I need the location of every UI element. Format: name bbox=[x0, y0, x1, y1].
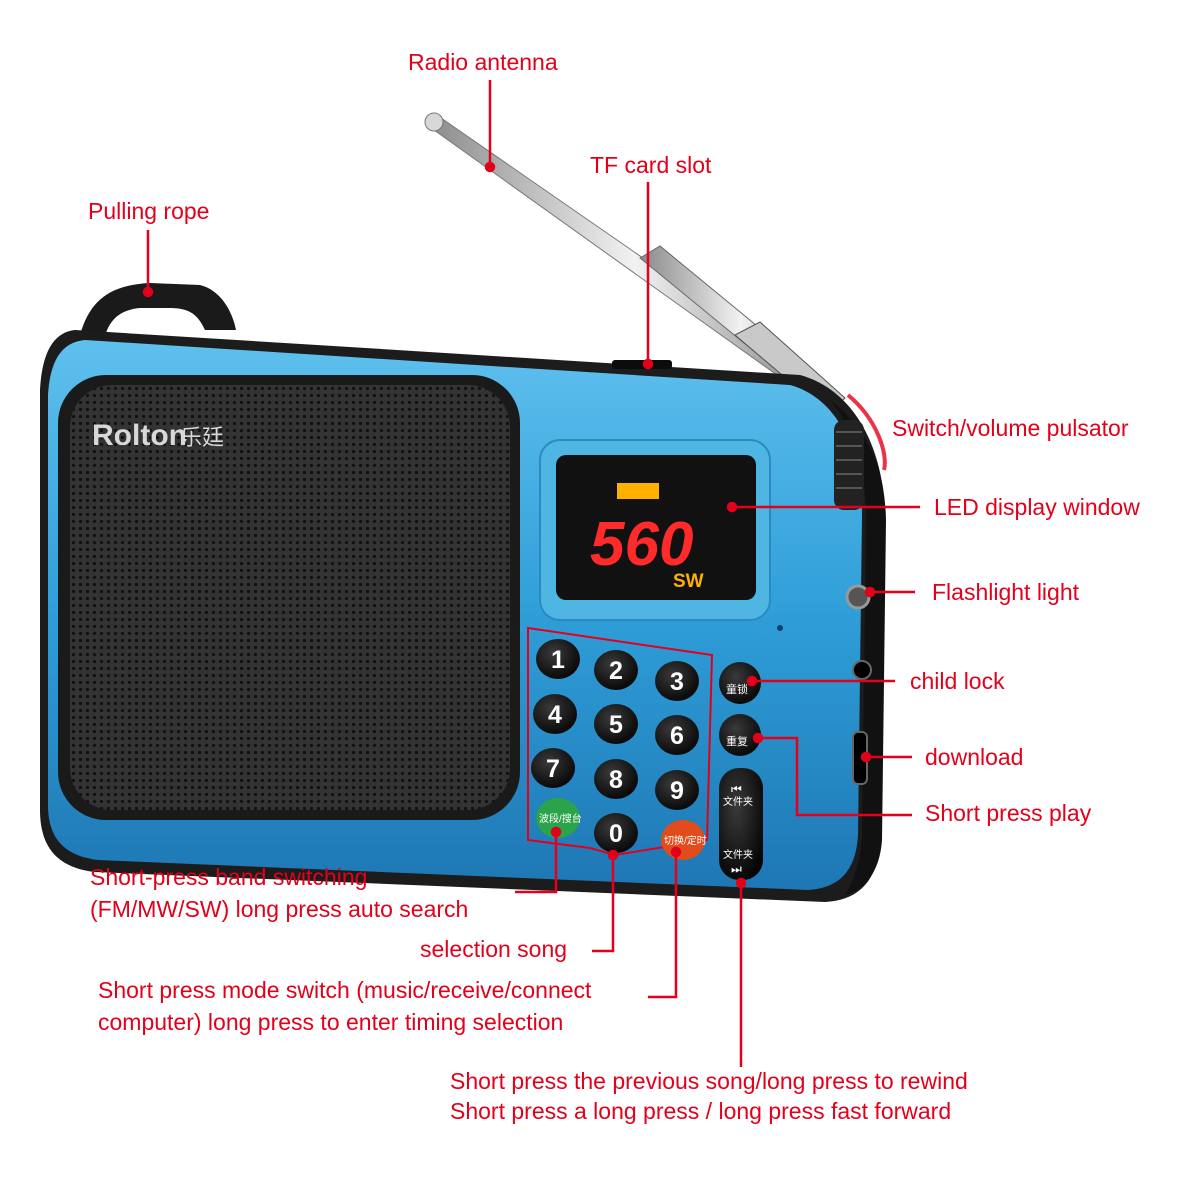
prev-next-rocker[interactable] bbox=[719, 768, 763, 880]
label-mode-switch-line1: Short press mode switch (music/receive/c… bbox=[98, 977, 592, 1003]
callout-lines bbox=[142, 80, 920, 1067]
antenna bbox=[424, 112, 846, 415]
key-3-label: 3 bbox=[670, 668, 684, 696]
key-8-button[interactable] bbox=[594, 759, 638, 799]
key-2-button[interactable] bbox=[594, 650, 638, 690]
number-keypad: 1 2 3 4 5 6 7 8 9 0 bbox=[531, 639, 699, 853]
key-4-label: 4 bbox=[548, 701, 562, 729]
label-band-switch-line2: (FM/MW/SW) long press auto search bbox=[90, 896, 469, 922]
key-3-button[interactable] bbox=[655, 661, 699, 701]
band-search-button[interactable] bbox=[536, 798, 580, 838]
key-4-button[interactable] bbox=[533, 694, 577, 734]
label-download: download bbox=[925, 744, 1024, 770]
indicator-dot bbox=[777, 625, 783, 631]
label-prev-next-line2: Short press a long press / long press fa… bbox=[450, 1098, 952, 1124]
label-short-press-play: Short press play bbox=[925, 800, 1092, 826]
battery-indicator bbox=[617, 483, 659, 499]
label-selection-song: selection song bbox=[420, 936, 568, 962]
rotation-arrow bbox=[846, 393, 887, 471]
label-radio-antenna: Radio antenna bbox=[408, 49, 558, 75]
label-tf-card-slot: TF card slot bbox=[590, 152, 712, 178]
pulling-rope bbox=[80, 283, 236, 340]
key-7-label: 7 bbox=[546, 755, 560, 783]
label-mode-switch-line2: computer) long press to enter timing sel… bbox=[98, 1009, 564, 1035]
key-9-button[interactable] bbox=[655, 770, 699, 810]
play-repeat-button[interactable] bbox=[719, 714, 761, 756]
label-child-lock: child lock bbox=[910, 668, 1005, 694]
radio-side bbox=[830, 400, 886, 895]
brand-logo-cn: 乐廷 bbox=[180, 425, 224, 450]
key-1-label: 1 bbox=[551, 646, 565, 674]
volume-wheel bbox=[834, 420, 864, 510]
label-band-switch-line1: Short-press band switching bbox=[90, 864, 368, 890]
label-volume-pulsator: Switch/volume pulsator bbox=[892, 415, 1129, 441]
key-2-label: 2 bbox=[609, 657, 623, 685]
label-led-display: LED display window bbox=[934, 494, 1140, 520]
child-lock-button-label: 童锁 bbox=[726, 682, 748, 696]
key-7-button[interactable] bbox=[531, 748, 575, 788]
child-lock-button[interactable] bbox=[719, 662, 761, 704]
key-6-label: 6 bbox=[670, 722, 684, 750]
key-6-button[interactable] bbox=[655, 715, 699, 755]
key-0-label: 0 bbox=[609, 820, 623, 848]
led-display bbox=[556, 455, 756, 600]
key-9-label: 9 bbox=[670, 777, 684, 805]
label-flashlight: Flashlight light bbox=[932, 579, 1080, 605]
tf-slot bbox=[612, 360, 672, 369]
label-pulling-rope: Pulling rope bbox=[88, 198, 210, 224]
key-1-button[interactable] bbox=[536, 639, 580, 679]
headphone-jack bbox=[852, 660, 872, 680]
display-band: SW bbox=[673, 571, 704, 592]
brand-logo: Rolton bbox=[92, 419, 187, 452]
band-search-button-label: 波段/搜台 bbox=[539, 812, 582, 825]
display-digits: 560 bbox=[590, 510, 693, 579]
play-repeat-button-label: 重复 bbox=[726, 734, 748, 748]
key-0-button[interactable] bbox=[594, 813, 638, 853]
prev-folder-label: 文件夹 bbox=[723, 795, 753, 808]
mode-timer-button-label: 切换/定时 bbox=[664, 834, 707, 847]
next-icon: ⏭ bbox=[731, 862, 742, 876]
prev-icon: ⏮ bbox=[731, 782, 742, 796]
label-prev-next-line1: Short press the previous song/long press… bbox=[450, 1068, 968, 1094]
key-5-button[interactable] bbox=[594, 704, 638, 744]
next-folder-label: 文件夹 bbox=[723, 848, 753, 861]
key-5-label: 5 bbox=[609, 711, 623, 739]
speaker-grille bbox=[70, 385, 510, 810]
key-8-label: 8 bbox=[609, 766, 623, 794]
